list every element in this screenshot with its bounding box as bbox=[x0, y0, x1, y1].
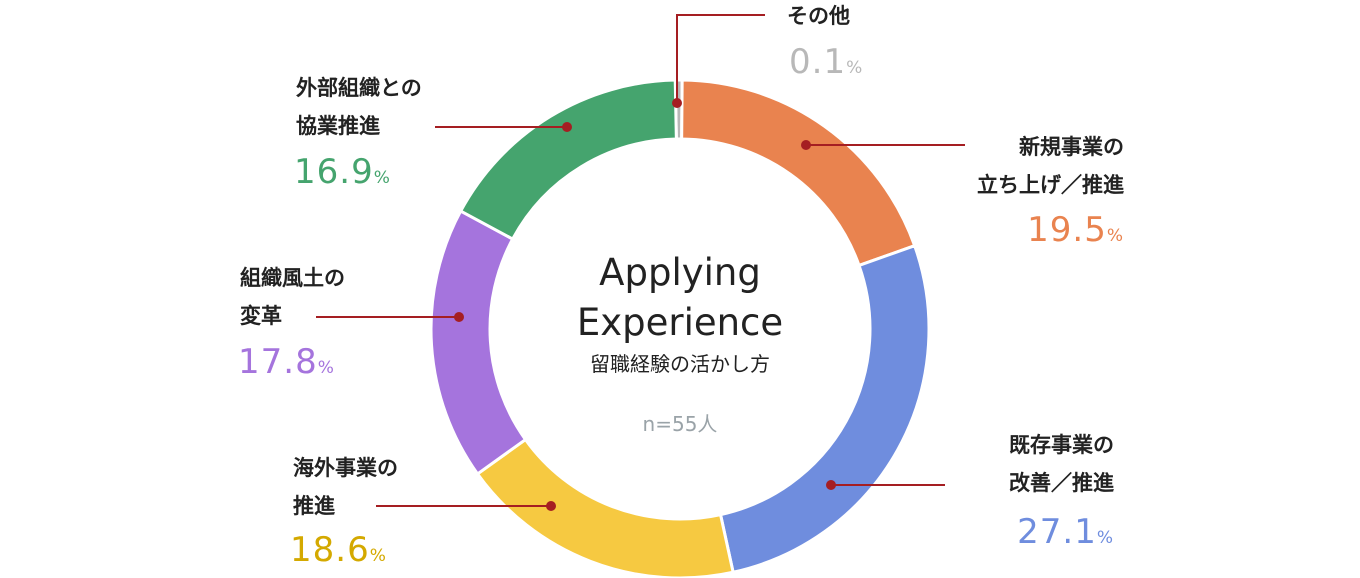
slice-new-business bbox=[680, 78, 917, 268]
label-other: その他 bbox=[787, 4, 850, 28]
leader-dot-external-collab bbox=[562, 122, 572, 132]
value-existing-business: 27.1% bbox=[1017, 512, 1114, 552]
value-other: 0.1% bbox=[789, 42, 864, 82]
chart-subtitle: 留職経験の活かし方 bbox=[590, 352, 770, 376]
slice-culture-reform bbox=[429, 209, 528, 477]
value-new-business: 19.5% bbox=[1027, 210, 1124, 250]
value-external-collab: 16.9% bbox=[294, 152, 391, 192]
leader-dot-other bbox=[672, 98, 682, 108]
chart-title: Applying Experience bbox=[576, 251, 784, 344]
leader-line-other bbox=[676, 14, 765, 103]
value-overseas-business: 18.6% bbox=[290, 530, 387, 570]
leader-dot-new-business bbox=[801, 140, 811, 150]
label-new-business: 新規事業の立ち上げ／推進 bbox=[977, 135, 1124, 197]
sample-size: n=55人 bbox=[642, 412, 718, 436]
label-overseas-business: 海外事業の推進 bbox=[293, 456, 398, 518]
leader-dot-existing-business bbox=[826, 480, 836, 490]
value-culture-reform: 17.8% bbox=[238, 342, 335, 382]
label-culture-reform: 組織風土の変革 bbox=[240, 266, 345, 328]
leader-dot-culture-reform bbox=[454, 312, 464, 322]
label-external-collab: 外部組織との協業推進 bbox=[296, 76, 422, 138]
label-existing-business: 既存事業の改善／推進 bbox=[1009, 433, 1114, 495]
leader-dot-overseas-business bbox=[546, 501, 556, 511]
slice-external-collab bbox=[458, 78, 678, 242]
slice-overseas-business bbox=[475, 437, 735, 578]
